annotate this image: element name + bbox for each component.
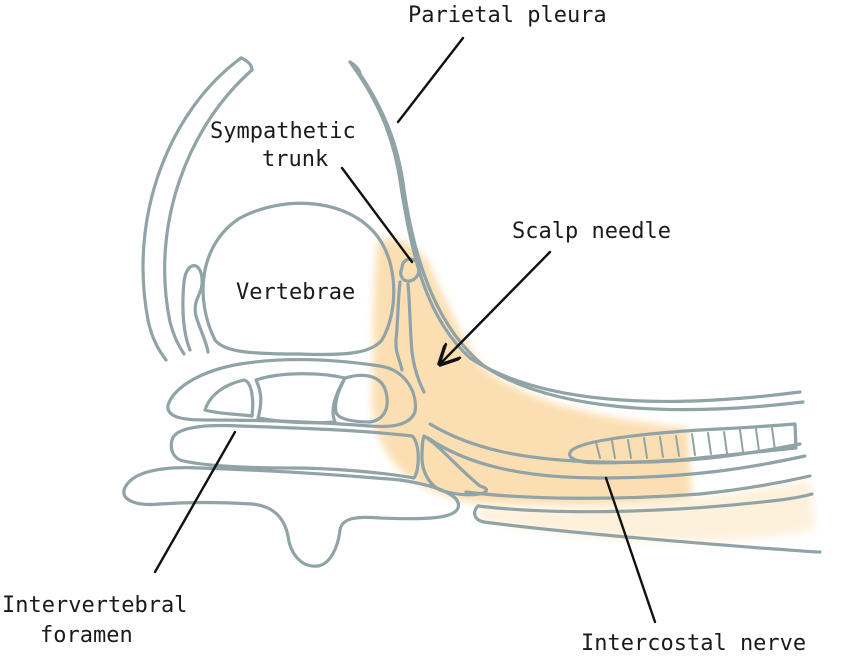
label-scalp-needle: Scalp needle xyxy=(512,219,671,244)
left-articular-facet xyxy=(203,378,255,418)
label-sympathetic-trunk-line1: Sympathetic xyxy=(210,119,356,144)
scalp-needle-arrow xyxy=(440,250,552,364)
paravertebral-space-shading xyxy=(371,238,692,506)
label-sympathetic-trunk-line2: trunk xyxy=(262,147,328,172)
intercostal-nerve-leader xyxy=(604,476,657,624)
label-parietal-pleura: Parietal pleura xyxy=(408,3,607,28)
lower-rib-segment xyxy=(473,504,822,554)
spinal-canal xyxy=(254,372,347,425)
right-articular-facet xyxy=(334,373,389,424)
right-chest-wall-tip xyxy=(348,60,362,76)
right-chest-wall-inner xyxy=(358,72,805,412)
lower-intercostal-layer-2 xyxy=(476,492,814,514)
intercostal-vessel-band xyxy=(568,422,798,465)
parietal-pleura-leader xyxy=(396,36,465,124)
right-chest-wall-outer xyxy=(348,60,802,403)
intercostal-vessel-hatching xyxy=(595,427,776,459)
lower-intercostal-layer-1 xyxy=(464,474,812,500)
label-vertebrae: Vertebrae xyxy=(236,280,355,305)
intervertebral-foramen-leader xyxy=(153,430,237,574)
left-pedicle xyxy=(181,264,210,354)
transverse-process xyxy=(169,423,420,480)
right-pedicle xyxy=(394,280,404,372)
rib-lower-edge xyxy=(426,436,807,480)
label-intervertebral-line1: Intervertebral xyxy=(2,593,187,618)
left-chest-wall-tip xyxy=(239,56,254,72)
vertebral-body xyxy=(201,201,396,357)
label-intercostal-nerve: Intercostal nerve xyxy=(581,631,806,656)
left-chest-wall-inner xyxy=(163,68,254,356)
sympathetic-trunk-leader xyxy=(340,166,414,264)
label-intervertebral-line2: foramen xyxy=(40,623,133,648)
lamina-and-spinous-process xyxy=(122,466,460,568)
right-pedicle-inner xyxy=(406,282,426,394)
neural-arch xyxy=(166,357,418,429)
left-chest-wall-outer xyxy=(141,56,243,362)
